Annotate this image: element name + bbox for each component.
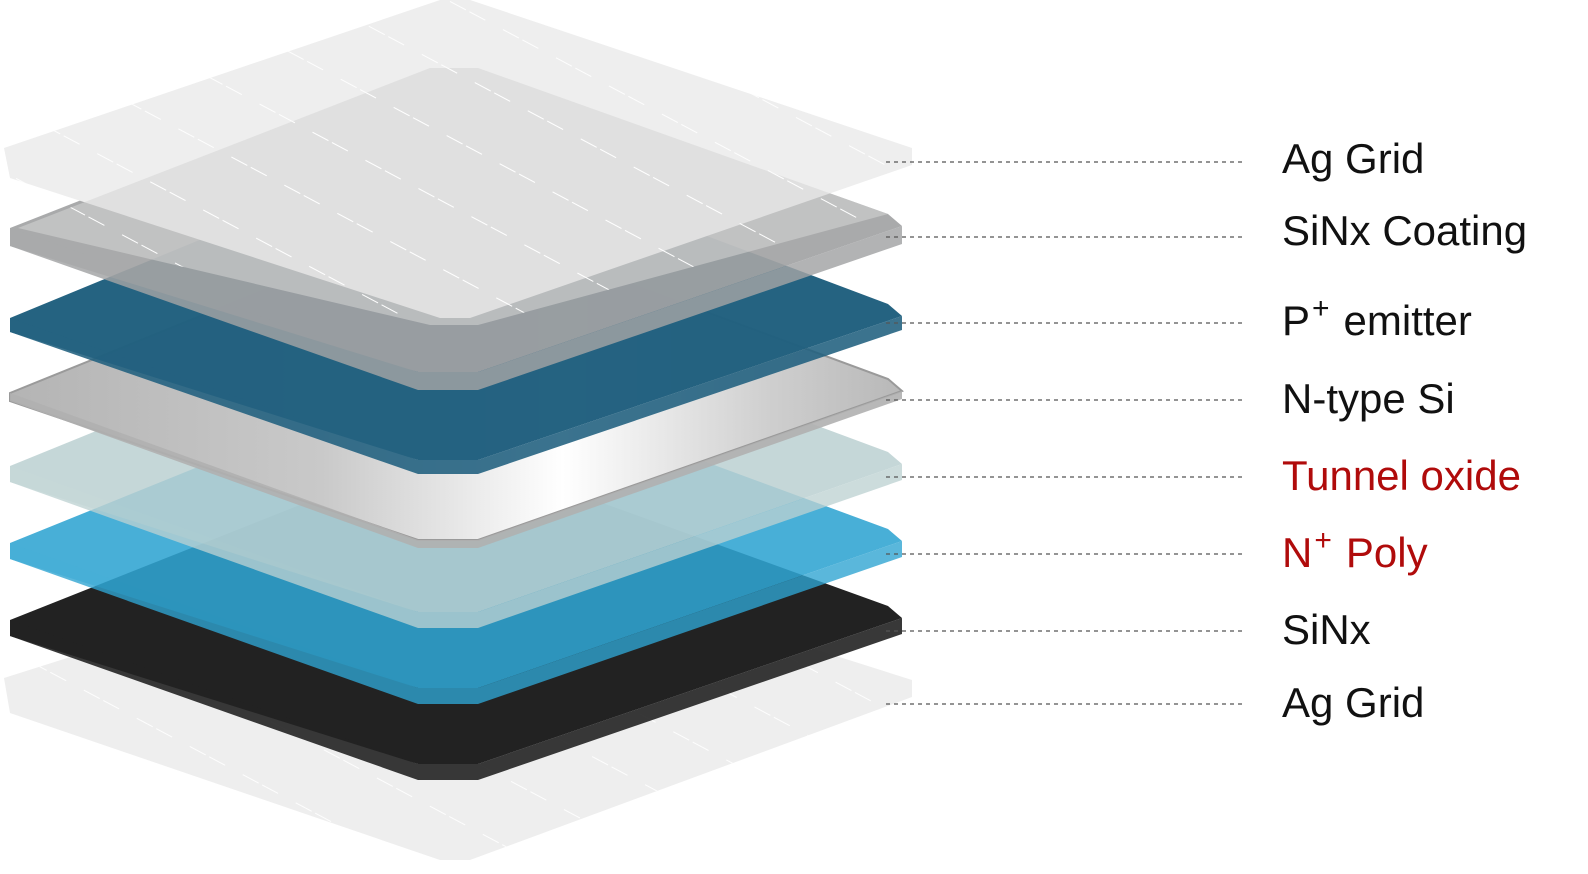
sinx-coating-label-text: SiNx Coating	[1282, 207, 1528, 254]
n-poly-label: N+ Poly	[1282, 526, 1428, 576]
tunnel-oxide-label: Tunnel oxide	[1282, 455, 1521, 497]
sinx-label-text: SiNx	[1282, 606, 1371, 653]
ag-grid-fingers	[18, 68, 888, 325]
n-poly-label-superscript: +	[1314, 524, 1332, 557]
ag-grid-top-label: Ag Grid	[1282, 138, 1424, 180]
tunnel-oxide-label-text: Tunnel oxide	[1282, 452, 1521, 499]
n-poly-label-prefix: N	[1282, 529, 1313, 576]
p-emitter-label-prefix: P	[1282, 297, 1311, 344]
sinx-label: SiNx	[1282, 609, 1371, 651]
ag-grid-top-label-text: Ag Grid	[1282, 135, 1425, 182]
sinx-coating-label: SiNx Coating	[1282, 210, 1527, 252]
ag-grid-bottom-label: Ag Grid	[1282, 682, 1424, 724]
p-emitter-label-text: emitter	[1343, 297, 1472, 344]
n-poly-label-text: Poly	[1345, 529, 1428, 576]
p-emitter-label-superscript: +	[1312, 292, 1330, 325]
n-type-si-label: N-type Si	[1282, 378, 1455, 420]
n-type-si-label-text: N-type Si	[1282, 375, 1455, 422]
ag-grid-bottom-label-text: Ag Grid	[1282, 679, 1425, 726]
p-emitter-label: P+ emitter	[1282, 294, 1472, 344]
